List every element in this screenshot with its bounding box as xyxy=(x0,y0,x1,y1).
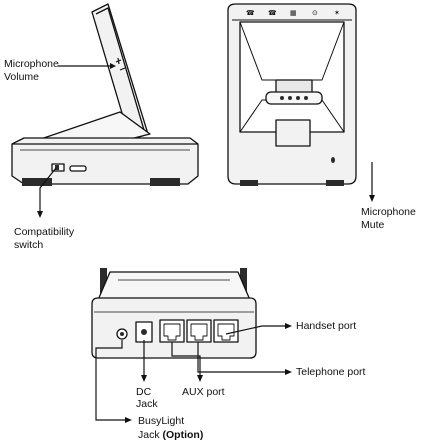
label-telephone-port: Telephone port xyxy=(296,366,366,378)
label-dc-line2: Jack xyxy=(136,398,158,410)
label-busylight-option: (Option) xyxy=(162,429,204,441)
front-icon-2: ☎ xyxy=(268,9,277,17)
label-dc-line1: DC xyxy=(136,386,152,398)
label-aux-port: AUX port xyxy=(182,386,225,398)
leader-handset xyxy=(225,325,286,335)
label-mic-mute-line2: Mute xyxy=(361,218,385,231)
front-icon-5: ✶ xyxy=(334,9,340,17)
label-busylight-jack: BusyLight Jack (Option) xyxy=(138,414,203,442)
label-handset-port: Handset port xyxy=(296,320,357,332)
leader-busylight xyxy=(95,340,126,421)
label-dc-jack: DC Jack xyxy=(136,386,158,410)
label-busylight-line1: BusyLight xyxy=(138,415,185,427)
label-mic-volume-line2: Volume xyxy=(4,70,40,83)
front-icon-4: ⊙ xyxy=(312,9,318,17)
base-front-view xyxy=(227,3,357,186)
leader-aux xyxy=(171,342,201,376)
label-microphone-volume: Microphone Volume xyxy=(4,58,59,83)
front-panel-icons: ☎ ☎ ▦ ⊙ ✶ xyxy=(246,9,340,17)
label-compatibility-switch: Compatibility switch xyxy=(14,226,74,251)
front-icon-3: ▦ xyxy=(290,9,297,17)
label-compat-line1: Compatibility xyxy=(14,226,75,238)
leader-telephone xyxy=(197,342,286,373)
base-back-view xyxy=(91,268,257,359)
label-busylight-line2: Jack (Option) xyxy=(138,428,203,442)
label-compat-line2: switch xyxy=(14,238,44,251)
leader-compat-switch xyxy=(39,167,57,212)
front-icon-1: ☎ xyxy=(246,9,255,17)
label-microphone-mute: Microphone Mute xyxy=(361,206,416,231)
label-mic-volume-line1: Microphone xyxy=(4,58,59,70)
label-mic-mute-line1: Microphone xyxy=(361,206,416,218)
label-busylight-jack-word: Jack xyxy=(138,429,160,441)
base-side-view xyxy=(11,3,199,186)
